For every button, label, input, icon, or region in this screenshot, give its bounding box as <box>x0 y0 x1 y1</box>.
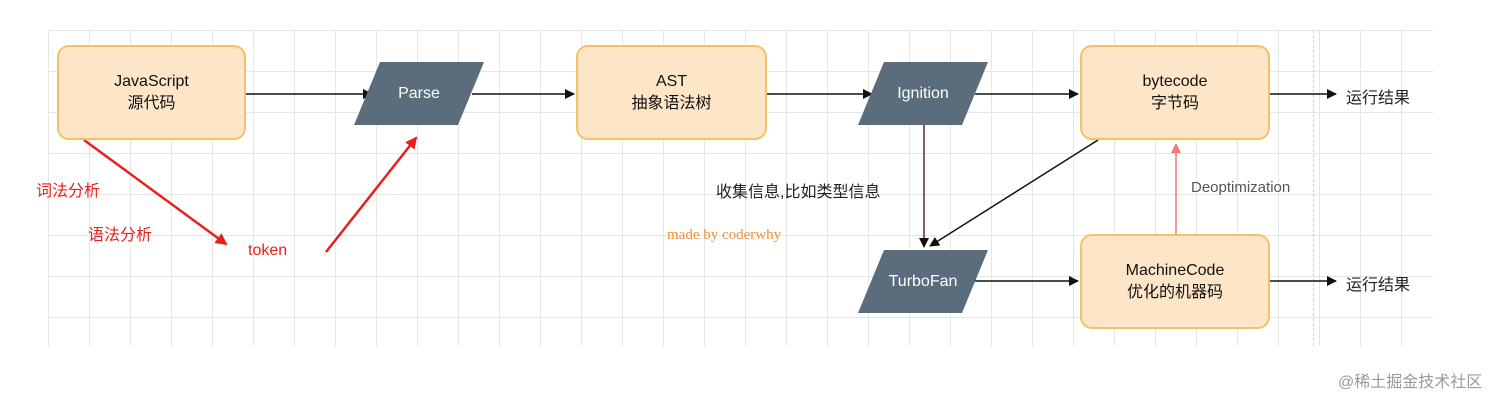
js-source-line1: JavaScript <box>114 72 189 90</box>
watermark-label: @稀土掘金技术社区 <box>1338 374 1483 391</box>
bytecode-line2: 字节码 <box>1150 94 1199 112</box>
made-by-label: made by coderwhy <box>667 227 782 243</box>
machinecode-node: MachineCode 优化的机器码 <box>1080 234 1270 329</box>
token-label: token <box>248 242 288 259</box>
ast-line1: AST <box>655 72 688 90</box>
deoptimization-label: Deoptimization <box>1191 179 1291 196</box>
turbofan-label: TurboFan <box>888 272 958 290</box>
lexical-analysis-label: 词法分析 <box>36 183 101 200</box>
parse-node: Parse <box>354 62 484 125</box>
js-source-line2: 源代码 <box>127 94 176 112</box>
parse-label: Parse <box>398 84 440 102</box>
red-arrow-syntax <box>325 136 418 253</box>
turbofan-node: TurboFan <box>858 250 988 313</box>
bytecode-node: bytecode 字节码 <box>1080 45 1270 140</box>
ignition-label: Ignition <box>897 84 949 102</box>
red-arrow-lexical <box>83 138 228 246</box>
ast-node: AST 抽象语法树 <box>576 45 767 140</box>
ast-line2: 抽象语法树 <box>631 94 712 112</box>
machinecode-line2: 优化的机器码 <box>1126 283 1223 301</box>
ignition-node: Ignition <box>858 62 988 125</box>
collect-info-label: 收集信息,比如类型信息 <box>716 184 881 201</box>
js-source-node: JavaScript 源代码 <box>57 45 246 140</box>
machinecode-line1: MachineCode <box>1125 261 1225 279</box>
ignition-shape <box>858 62 988 125</box>
turbofan-shape <box>858 250 988 313</box>
bytecode-line1: bytecode <box>1142 72 1208 90</box>
edge-bytecode-to-turbofan <box>929 139 1099 247</box>
result-bottom-label: 运行结果 <box>1346 277 1411 294</box>
syntax-analysis-label: 语法分析 <box>88 227 153 244</box>
result-top-label: 运行结果 <box>1346 90 1411 107</box>
dashed-divider <box>1313 30 1314 346</box>
parse-shape <box>354 62 484 125</box>
